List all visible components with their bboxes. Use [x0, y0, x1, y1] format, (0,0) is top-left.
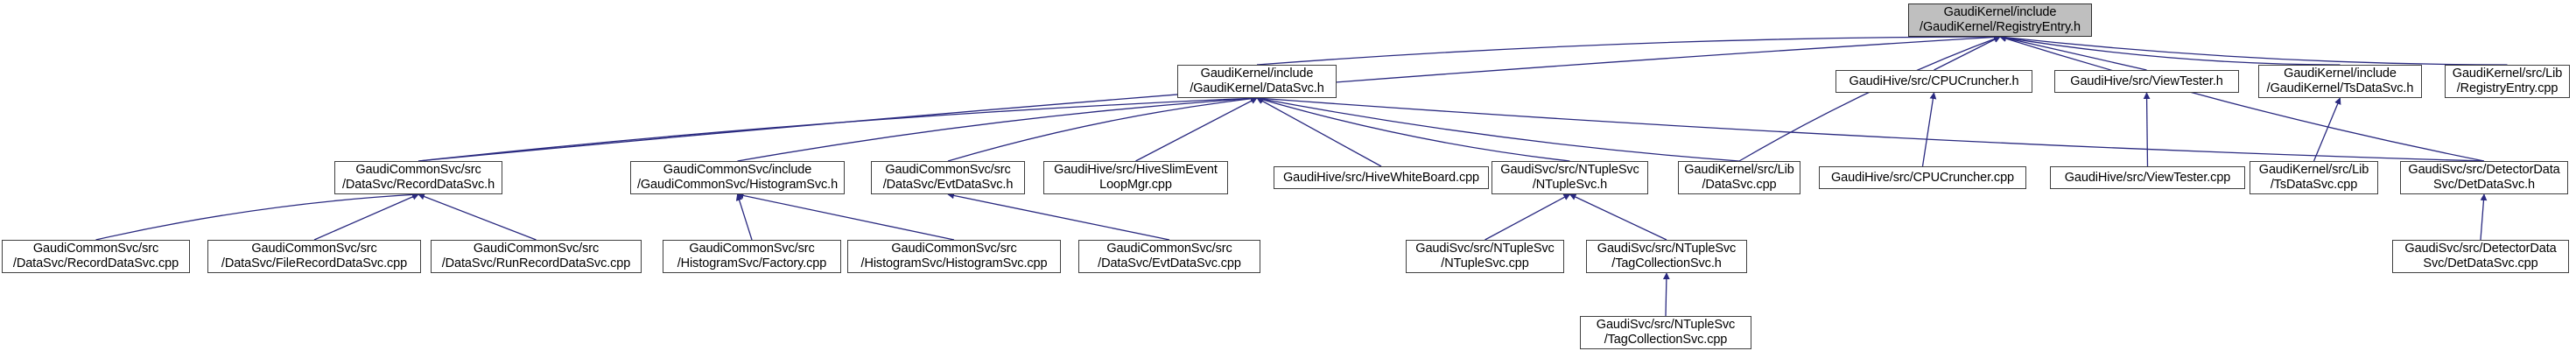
graph-node-tagcollectionsvc_cpp[interactable]: GaudiSvc/src/NTupleSvc /TagCollectionSvc…: [1580, 316, 1751, 349]
graph-node-detdatasvc_h[interactable]: GaudiSvc/src/DetectorData Svc/DetDataSvc…: [2400, 161, 2568, 194]
graph-node-cpucruncher_h[interactable]: GaudiHive/src/CPUCruncher.h: [1835, 70, 2032, 93]
graph-edge: [1256, 96, 1570, 162]
graph-edge: [1256, 95, 2485, 162]
graph-edge: [1256, 33, 2001, 66]
graph-edge: [95, 191, 419, 241]
graph-edge: [1921, 92, 1937, 167]
graph-edge: [2480, 193, 2488, 241]
graph-node-factory_cpp[interactable]: GaudiCommonSvc/src /HistogramSvc/Factory…: [663, 240, 841, 273]
graph-node-label: GaudiSvc/src/NTupleSvc /TagCollectionSvc…: [1597, 242, 1737, 270]
graph-edge: [2143, 92, 2151, 167]
graph-node-datasvc_h[interactable]: GaudiKernel/include /GaudiKernel/DataSvc…: [1177, 65, 1337, 98]
graph-node-label: GaudiCommonSvc/include /GaudiCommonSvc/H…: [636, 163, 839, 192]
graph-node-label: GaudiHive/src/HiveWhiteBoard.cpp: [1282, 170, 1480, 185]
graph-node-label: GaudiCommonSvc/src /HistogramSvc/Histogr…: [860, 242, 1048, 270]
graph-edge: [1256, 95, 1740, 162]
graph-edge: [947, 95, 1258, 162]
graph-edge: [1738, 35, 2001, 162]
graph-node-label: GaudiCommonSvc/src /DataSvc/RecordDataSv…: [12, 242, 179, 270]
graph-node-label: GaudiSvc/src/DetectorData Svc/DetDataSvc…: [2408, 163, 2560, 192]
graph-node-label: GaudiHive/src/ViewTester.cpp: [2064, 170, 2231, 185]
graph-node-hiveslimeventloopmgr[interactable]: GaudiHive/src/HiveSlimEvent LoopMgr.cpp: [1043, 161, 1228, 194]
graph-node-filerecorddatasvc_cpp[interactable]: GaudiCommonSvc/src /DataSvc/FileRecordDa…: [207, 240, 421, 273]
graph-node-label: GaudiKernel/include /GaudiKernel/TsDataS…: [2266, 67, 2414, 95]
graph-node-label: GaudiHive/src/HiveSlimEvent LoopMgr.cpp: [1054, 163, 1218, 192]
graph-node-label: GaudiHive/src/CPUCruncher.h: [1849, 74, 2019, 88]
graph-node-label: GaudiHive/src/CPUCruncher.cpp: [1830, 170, 2015, 185]
graph-edge: [1569, 193, 1667, 241]
graph-edge: [735, 193, 753, 241]
graph-node-label: GaudiKernel/src/Lib /TsDataSvc.cpp: [2258, 163, 2369, 192]
graph-node-histogramsvc_h[interactable]: GaudiCommonSvc/include /GaudiCommonSvc/H…: [630, 161, 845, 194]
graph-node-recorddatasvc_h[interactable]: GaudiCommonSvc/src /DataSvc/RecordDataSv…: [334, 161, 502, 194]
graph-edge: [1485, 193, 1571, 241]
graph-edge: [418, 33, 2001, 162]
graph-edge: [1934, 36, 2001, 71]
graph-node-evtdatasvc_h[interactable]: GaudiCommonSvc/src /DataSvc/EvtDataSvc.h: [871, 161, 1025, 194]
graph-node-recorddatasvc_cpp[interactable]: GaudiCommonSvc/src /DataSvc/RecordDataSv…: [2, 240, 190, 273]
graph-node-detdatasvc_cpp[interactable]: GaudiSvc/src/DetectorData Svc/DetDataSvc…: [2392, 240, 2569, 273]
graph-edge: [1135, 97, 1258, 162]
graph-node-evtdatasvc_cpp[interactable]: GaudiCommonSvc/src /DataSvc/EvtDataSvc.c…: [1078, 240, 1260, 273]
graph-edge: [1999, 33, 2508, 66]
graph-node-registryentry_h: GaudiKernel/include /GaudiKernel/Registr…: [1908, 4, 2092, 37]
graph-node-label: GaudiCommonSvc/src /DataSvc/EvtDataSvc.c…: [1098, 242, 1241, 270]
graph-node-hivewhiteboard_cpp[interactable]: GaudiHive/src/HiveWhiteBoard.cpp: [1274, 166, 1489, 189]
graph-node-histogramsvc_cpp[interactable]: GaudiCommonSvc/src /HistogramSvc/Histogr…: [847, 240, 1061, 273]
graph-node-label: GaudiCommonSvc/src /DataSvc/RecordDataSv…: [341, 163, 495, 192]
graph-edge: [1662, 272, 1670, 317]
graph-node-label: GaudiSvc/src/NTupleSvc /NTupleSvc.h: [1500, 163, 1639, 192]
graph-edge: [313, 193, 419, 241]
graph-node-label: GaudiSvc/src/NTupleSvc /TagCollectionSvc…: [1596, 318, 1736, 347]
graph-node-label: GaudiCommonSvc/src /HistogramSvc/Factory…: [677, 242, 827, 270]
graph-edge: [1256, 97, 1382, 167]
graph-node-label: GaudiSvc/src/NTupleSvc /NTupleSvc.cpp: [1415, 242, 1555, 270]
graph-node-tsdatasvc_h[interactable]: GaudiKernel/include /GaudiKernel/TsDataS…: [2258, 65, 2422, 98]
graph-node-runrecorddatasvc_cpp[interactable]: GaudiCommonSvc/src /DataSvc/RunRecordDat…: [431, 240, 642, 273]
graph-edge: [418, 193, 537, 241]
graph-edge: [736, 192, 955, 241]
graph-node-label: GaudiSvc/src/DetectorData Svc/DetDataSvc…: [2404, 242, 2557, 270]
graph-node-label: GaudiCommonSvc/src /DataSvc/EvtDataSvc.h: [882, 163, 1014, 192]
graph-node-label: GaudiCommonSvc/src /DataSvc/FileRecordDa…: [221, 242, 408, 270]
graph-node-label: GaudiKernel/include /GaudiKernel/Registr…: [1920, 5, 2081, 34]
graph-node-viewtester_h[interactable]: GaudiHive/src/ViewTester.h: [2054, 70, 2239, 93]
graph-node-label: GaudiKernel/include /GaudiKernel/DataSvc…: [1190, 67, 1324, 95]
graph-edge: [1999, 34, 2147, 71]
graph-node-datasvc_cpp[interactable]: GaudiKernel/src/Lib /DataSvc.cpp: [1678, 161, 1800, 194]
graph-node-tsdatasvc_cpp[interactable]: GaudiKernel/src/Lib /TsDataSvc.cpp: [2250, 161, 2378, 194]
graph-edge: [1999, 34, 2341, 66]
graph-edge: [947, 192, 1170, 241]
graph-node-tagcollectionsvc_h[interactable]: GaudiSvc/src/NTupleSvc /TagCollectionSvc…: [1586, 240, 1747, 273]
graph-node-label: GaudiCommonSvc/src /DataSvc/RunRecordDat…: [441, 242, 631, 270]
graph-node-ntuplesvc_cpp[interactable]: GaudiSvc/src/NTupleSvc /NTupleSvc.cpp: [1406, 240, 1564, 273]
graph-node-label: GaudiKernel/src/Lib /DataSvc.cpp: [1684, 163, 1794, 192]
graph-node-cpucruncher_cpp[interactable]: GaudiHive/src/CPUCruncher.cpp: [1819, 166, 2026, 189]
graph-edge: [737, 95, 1258, 162]
graph-node-ntuplesvc_h[interactable]: GaudiSvc/src/NTupleSvc /NTupleSvc.h: [1492, 161, 1648, 194]
graph-edge: [1999, 35, 2485, 162]
graph-node-label: GaudiKernel/src/Lib /RegistryEntry.cpp: [2452, 67, 2563, 95]
graph-node-label: GaudiHive/src/ViewTester.h: [2070, 74, 2223, 88]
graph-node-viewtester_cpp[interactable]: GaudiHive/src/ViewTester.cpp: [2050, 166, 2245, 189]
graph-edge: [2313, 97, 2341, 162]
graph-node-registryentry_cpp[interactable]: GaudiKernel/src/Lib /RegistryEntry.cpp: [2445, 65, 2570, 98]
graph-edge: [418, 95, 1258, 162]
